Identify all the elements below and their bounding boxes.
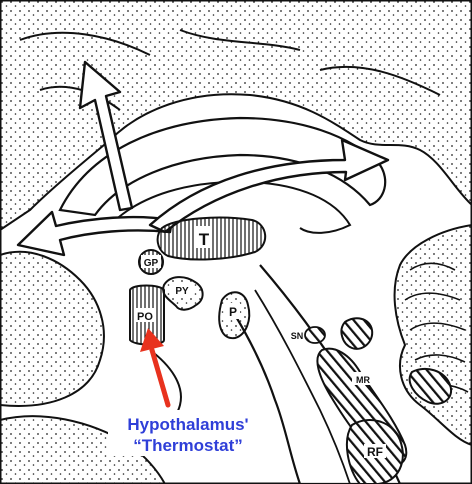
region-sn <box>305 327 325 343</box>
caption-line1: Hypothalamus' <box>127 415 248 434</box>
label-gp: GP <box>144 258 159 269</box>
label-py: PY <box>175 286 189 297</box>
label-t: T <box>199 230 210 249</box>
label-po: PO <box>137 311 153 323</box>
label-rf: RF <box>367 445 383 459</box>
label-mr: MR <box>356 375 370 385</box>
label-p: P <box>229 305 237 319</box>
caption-line2: “Thermostat” <box>133 436 243 455</box>
region-hatch-upper <box>341 318 372 349</box>
label-sn: SN <box>291 331 304 341</box>
